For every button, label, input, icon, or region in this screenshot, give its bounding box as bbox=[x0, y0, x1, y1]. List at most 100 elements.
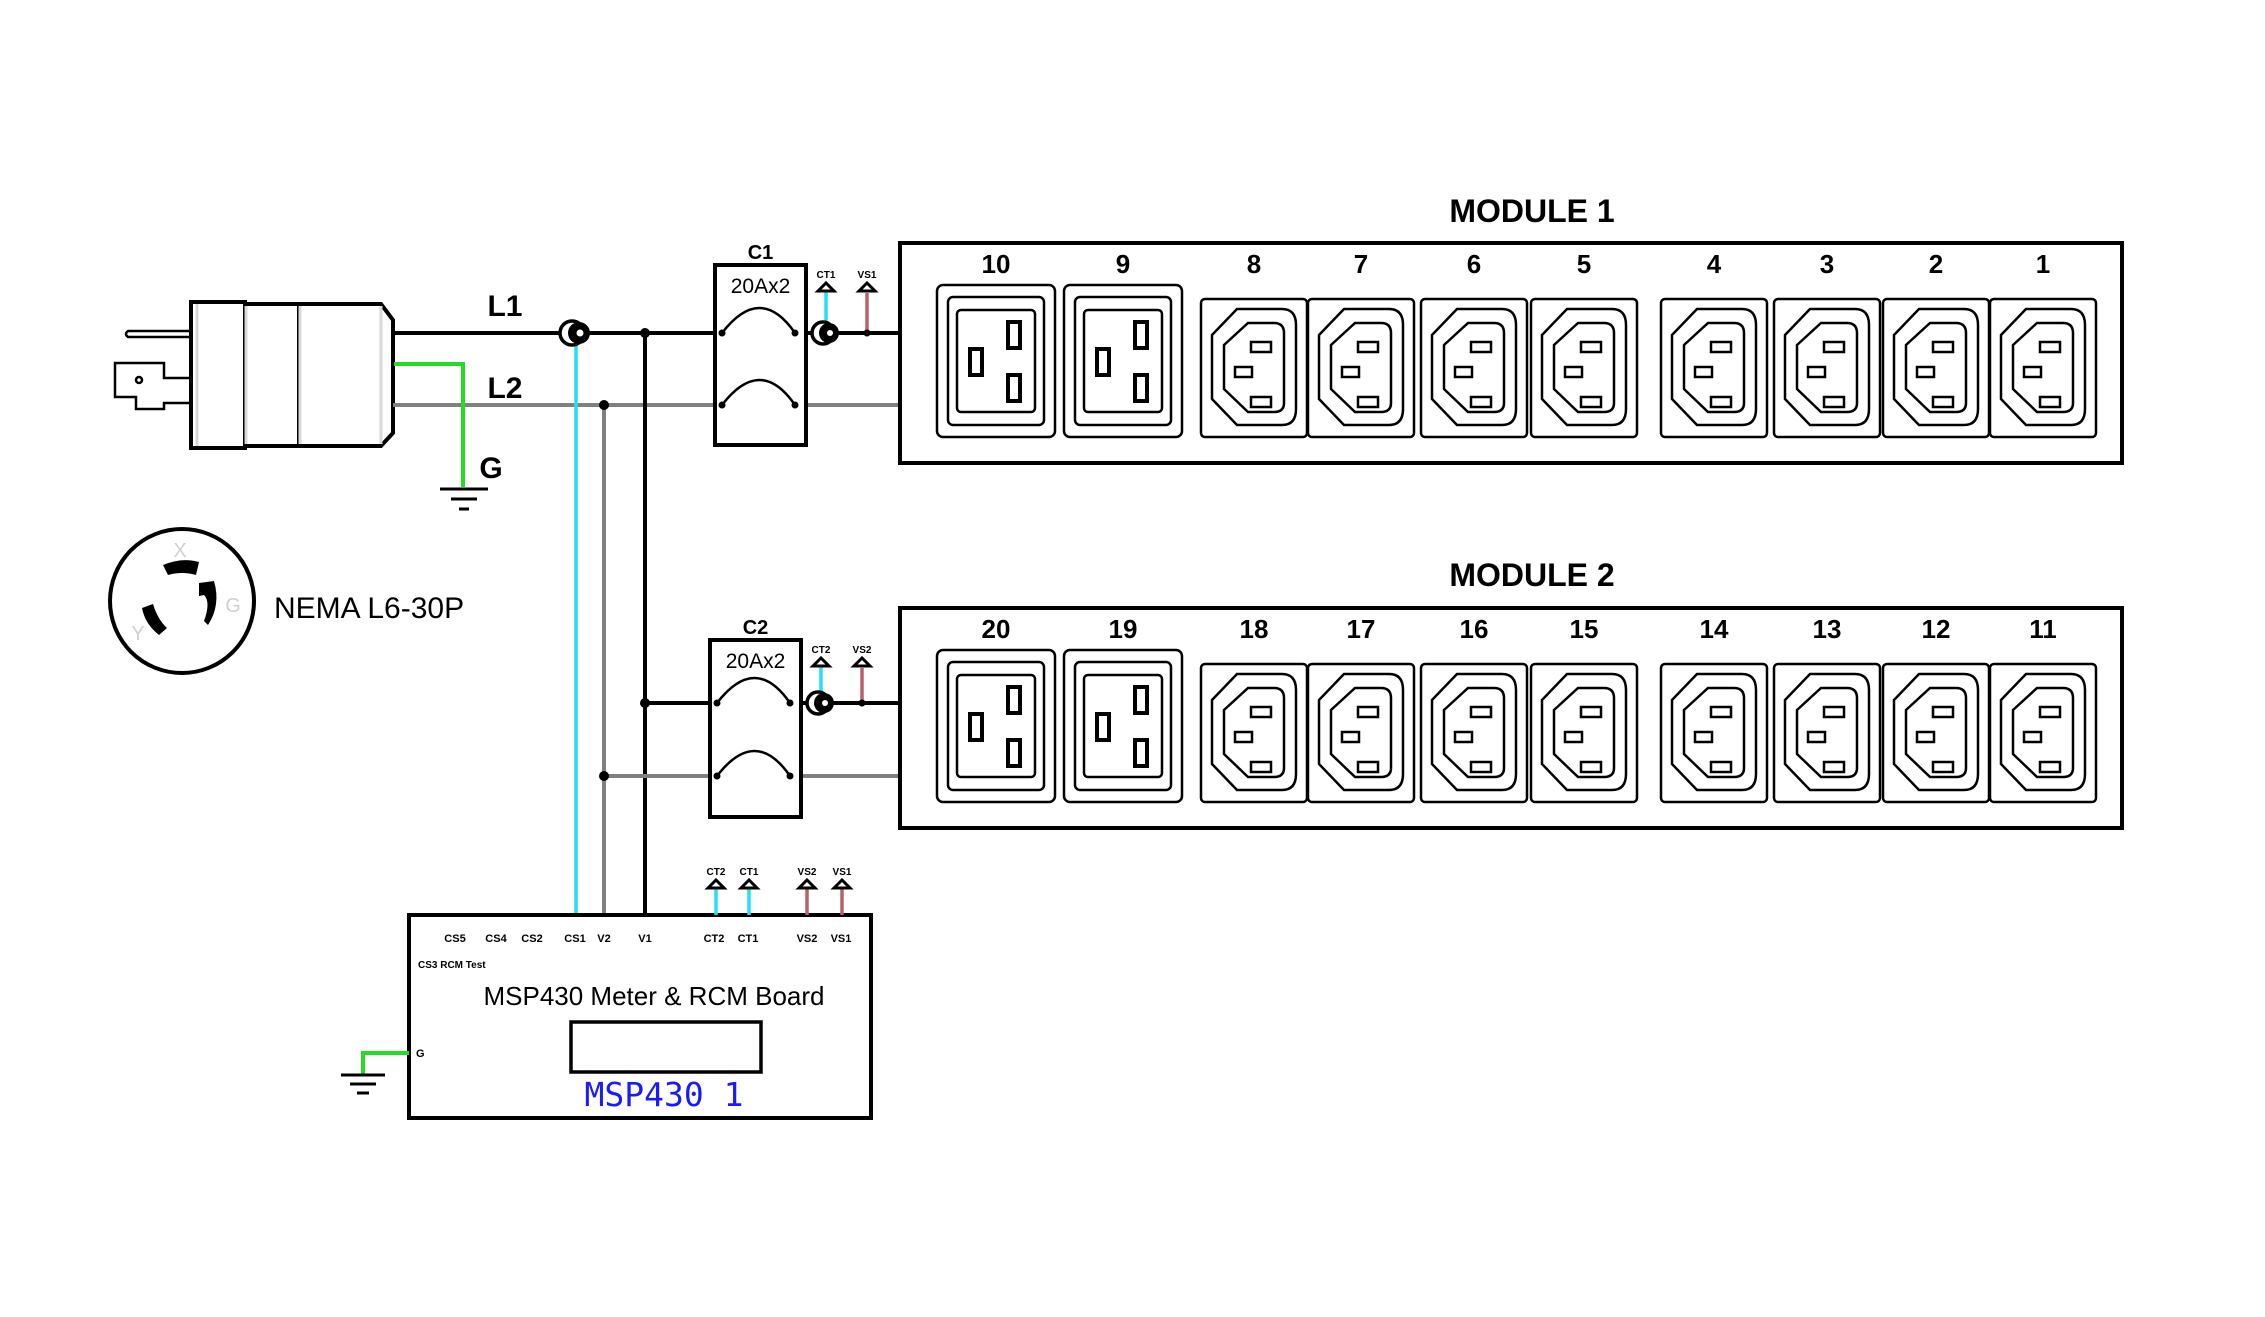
c13-pin-slot bbox=[1579, 760, 1603, 774]
outlet-15[interactable]: 15 bbox=[1529, 614, 1639, 804]
c13-outer bbox=[1659, 297, 1769, 439]
outlet-16[interactable]: 16 bbox=[1419, 614, 1529, 804]
outlet-9[interactable]: 9 bbox=[1062, 249, 1184, 439]
c13-outer bbox=[1529, 662, 1639, 804]
c13-pin-slot bbox=[1249, 705, 1273, 719]
outlet-13[interactable]: 13 bbox=[1772, 614, 1882, 804]
sense-arrow-icon bbox=[830, 877, 854, 890]
outlet-20[interactable]: 20 bbox=[935, 614, 1057, 804]
vs-label: VS1 bbox=[858, 270, 877, 281]
c19-outer bbox=[935, 648, 1057, 804]
c13-pin-slot bbox=[1822, 705, 1846, 719]
c13-pin-slot bbox=[1822, 760, 1846, 774]
plug-prong-hole bbox=[134, 375, 144, 385]
outlet-number: 15 bbox=[1570, 614, 1599, 644]
outlet-10[interactable]: 10 bbox=[935, 249, 1057, 439]
outlet-4[interactable]: 4 bbox=[1659, 249, 1769, 439]
c13-pin-slot bbox=[1469, 705, 1493, 719]
ct-label: CT2 bbox=[812, 645, 831, 656]
c13-pin-slot bbox=[2022, 730, 2043, 744]
breaker-pole-2[interactable] bbox=[721, 378, 797, 406]
c13-outer bbox=[1988, 297, 2098, 439]
c13-outer bbox=[1419, 662, 1529, 804]
label-ground: G bbox=[479, 452, 502, 485]
c13-pin-slot bbox=[1915, 365, 1936, 379]
outlet-11[interactable]: 11 bbox=[1988, 614, 2098, 804]
nema-receptacle: X Y G NEMA L6-30P bbox=[108, 527, 464, 675]
breaker-rating: 20Ax2 bbox=[726, 650, 786, 673]
board-pin-ct2: CT2 bbox=[704, 933, 725, 945]
outlet-number: 12 bbox=[1922, 614, 1951, 644]
outlet-number: 7 bbox=[1354, 249, 1368, 279]
c13-pin-slot bbox=[2022, 365, 2043, 379]
plug-type-label: NEMA L6-30P bbox=[274, 592, 464, 625]
outlet-number: 11 bbox=[2029, 614, 2057, 644]
junction-dot bbox=[640, 328, 650, 338]
outlet-number: 18 bbox=[1240, 614, 1269, 644]
c13-pin-slot bbox=[1249, 760, 1273, 774]
sense-input-label: VS1 bbox=[833, 867, 852, 878]
junction-dot bbox=[599, 400, 609, 410]
receptacle-slot-g bbox=[199, 581, 217, 625]
chip-outline bbox=[569, 1020, 763, 1074]
plug-body-front bbox=[297, 302, 395, 448]
current-sensor bbox=[810, 320, 839, 346]
outlet-6[interactable]: 6 bbox=[1419, 249, 1529, 439]
plug-body-segment bbox=[243, 302, 301, 448]
outlet-1[interactable]: 1 bbox=[1988, 249, 2098, 439]
board-pin-vs2: VS2 bbox=[797, 933, 818, 945]
module-title: MODULE 2 bbox=[1449, 557, 1614, 593]
receptacle-face bbox=[108, 527, 256, 675]
sense-input-label: CT1 bbox=[740, 867, 759, 878]
outlet-number: 6 bbox=[1467, 249, 1481, 279]
outlet-5[interactable]: 5 bbox=[1529, 249, 1639, 439]
breaker-pole-2[interactable] bbox=[716, 749, 792, 777]
board-pin-cs2: CS2 bbox=[521, 933, 542, 945]
c13-pin-slot bbox=[1563, 730, 1584, 744]
c13-pin-slot bbox=[1233, 365, 1254, 379]
sense-input-label: VS2 bbox=[798, 867, 817, 878]
plug-body-segment bbox=[189, 300, 247, 450]
outlet-3[interactable]: 3 bbox=[1772, 249, 1882, 439]
outlet-number: 16 bbox=[1460, 614, 1489, 644]
ct-label: CT1 bbox=[817, 270, 836, 281]
breaker-pole-1[interactable] bbox=[716, 676, 792, 704]
c13-pin-slot bbox=[1709, 340, 1733, 354]
current-sensor bbox=[805, 690, 834, 716]
outlet-14[interactable]: 14 bbox=[1659, 614, 1769, 804]
outlet-2[interactable]: 2 bbox=[1881, 249, 1991, 439]
outlet-number: 2 bbox=[1929, 249, 1943, 279]
c13-pin-slot bbox=[1356, 340, 1380, 354]
ct-arrow-icon bbox=[809, 655, 833, 668]
c13-outer bbox=[1419, 297, 1529, 439]
c13-pin-slot bbox=[1469, 760, 1493, 774]
outlet-17[interactable]: 17 bbox=[1306, 614, 1416, 804]
outlet-number: 9 bbox=[1116, 249, 1130, 279]
outlet-7[interactable]: 7 bbox=[1306, 249, 1416, 439]
board-outline bbox=[407, 913, 873, 1120]
outlet-number: 5 bbox=[1577, 249, 1591, 279]
c13-pin-slot bbox=[2038, 760, 2062, 774]
breaker-outline bbox=[708, 638, 803, 819]
c13-pin-slot bbox=[1356, 760, 1380, 774]
c13-pin-slot bbox=[1822, 395, 1846, 409]
outlet-12[interactable]: 12 bbox=[1881, 614, 1991, 804]
ground-symbol bbox=[440, 487, 488, 511]
c13-outer bbox=[1306, 662, 1416, 804]
main-wires: L1 L2 G bbox=[393, 290, 900, 915]
c13-pin-slot bbox=[1356, 705, 1380, 719]
sense-arrow-icon bbox=[795, 877, 819, 890]
breaker-pole-1[interactable] bbox=[721, 306, 797, 334]
sense-arrow-icon bbox=[737, 877, 761, 890]
board-pin-cs1: CS1 bbox=[564, 933, 585, 945]
outlet-19[interactable]: 19 bbox=[1062, 614, 1184, 804]
c13-pin-slot bbox=[1579, 705, 1603, 719]
outlet-number: 8 bbox=[1247, 249, 1261, 279]
board-pin-v1: V1 bbox=[638, 933, 651, 945]
board-ground-wire bbox=[361, 1051, 409, 1074]
